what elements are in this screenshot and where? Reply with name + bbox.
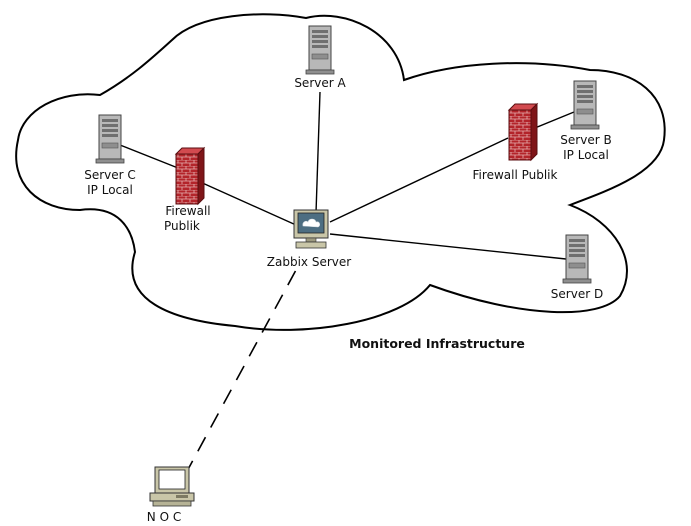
server-c-icon bbox=[95, 114, 125, 164]
link-zabbix-firewall-right bbox=[329, 137, 509, 223]
firewall-left-line2: Publik bbox=[164, 219, 200, 233]
link-firewall-left-server-c bbox=[119, 144, 179, 169]
server-d-icon bbox=[562, 234, 592, 284]
link-zabbix-server-a bbox=[315, 91, 321, 214]
server-c-label: Server C IP Local bbox=[72, 168, 148, 198]
server-d-label: Server D bbox=[550, 287, 604, 301]
server-c-ip-note: IP Local bbox=[87, 183, 133, 197]
server-b-name: Server B bbox=[560, 133, 612, 147]
server-b-icon bbox=[570, 80, 600, 130]
server-a-label: Server A bbox=[294, 76, 346, 90]
firewall-left-line1: Firewall bbox=[165, 204, 211, 218]
link-noc-zabbix-dashed bbox=[184, 269, 297, 476]
server-b-label: Server B IP Local bbox=[548, 133, 624, 163]
zabbix-server-label: Zabbix Server bbox=[266, 255, 352, 269]
link-zabbix-server-d bbox=[329, 233, 567, 260]
server-b-ip-note: IP Local bbox=[563, 148, 609, 162]
firewall-right-icon bbox=[507, 102, 539, 162]
firewall-right-label: Firewall Publik bbox=[472, 168, 558, 182]
noc-label: N O C bbox=[146, 510, 182, 524]
zabbix-server-icon bbox=[293, 209, 329, 249]
diagram-caption: Monitored Infrastructure bbox=[349, 336, 525, 351]
firewall-left-icon bbox=[174, 146, 206, 206]
link-zabbix-firewall-left bbox=[197, 180, 297, 226]
firewall-left-label: Firewall Publik bbox=[150, 204, 226, 234]
noc-workstation-icon bbox=[149, 466, 195, 507]
server-c-name: Server C bbox=[84, 168, 136, 182]
server-a-icon bbox=[305, 25, 335, 75]
infrastructure-cloud bbox=[15, 13, 666, 331]
